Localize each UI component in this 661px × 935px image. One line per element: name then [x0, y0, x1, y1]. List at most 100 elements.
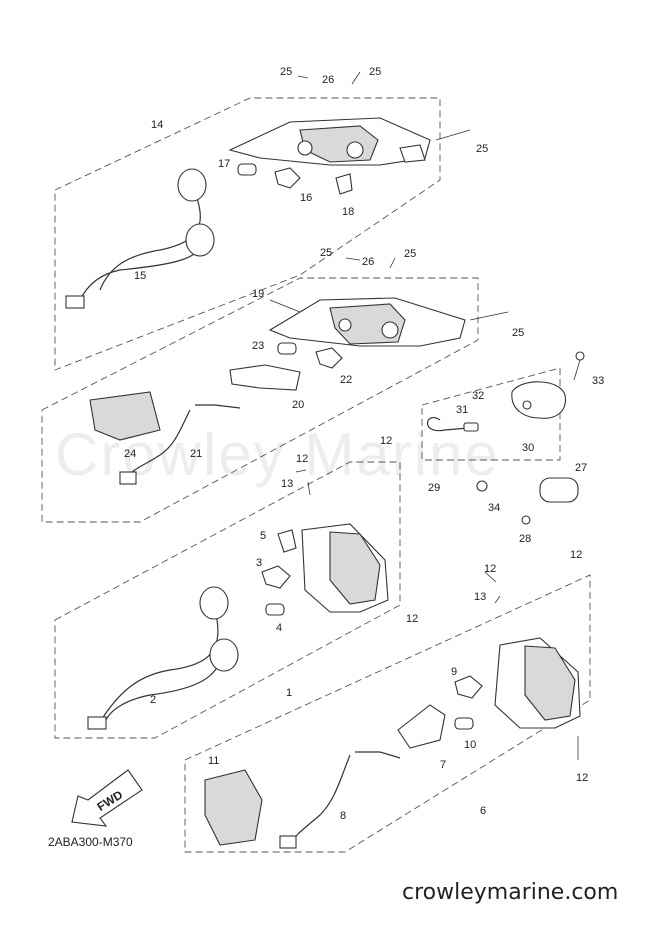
callout-21: 21 [190, 448, 202, 460]
callout-12: 12 [406, 613, 418, 625]
fwd-arrow [71, 769, 143, 827]
connector [119, 471, 137, 485]
harness-15 [99, 179, 201, 291]
diagram-code: 2ABA300-M370 [48, 835, 133, 849]
bracket-20 [229, 364, 301, 391]
callout-12: 12 [484, 563, 496, 575]
harness-8 [355, 751, 401, 759]
flasher-lens-right [524, 645, 576, 721]
callout-12: 12 [576, 772, 588, 784]
bulb-17 [237, 163, 257, 176]
connector [87, 716, 107, 730]
socket-boss [346, 141, 364, 159]
callout-25: 25 [476, 143, 488, 155]
callout-30: 30 [522, 442, 534, 454]
callout-33: 33 [592, 375, 604, 387]
callout-25: 25 [512, 327, 524, 339]
callout-14: 14 [151, 119, 163, 131]
group-box-license-light [421, 367, 561, 461]
license-light-housing [511, 381, 566, 419]
callout-24: 24 [124, 448, 136, 460]
clip-18 [335, 173, 353, 195]
callout-2: 2 [150, 694, 156, 706]
socket-rubber [177, 168, 207, 202]
callout-34: 34 [488, 502, 500, 514]
callout-4: 4 [276, 622, 282, 634]
callout-28: 28 [519, 533, 531, 545]
callout-31: 31 [456, 404, 468, 416]
callout-12: 12 [380, 435, 392, 447]
callouts: 25 26 25 14 17 16 18 25 15 25 26 25 19 2… [124, 66, 604, 822]
harness-2 [99, 609, 219, 723]
callout-13: 13 [281, 478, 293, 490]
flasher-lens-left [329, 531, 381, 605]
callout-5: 5 [260, 530, 266, 542]
license-light-socket [522, 400, 532, 410]
connector [65, 295, 85, 309]
bolt-33 [575, 351, 585, 361]
callout-25: 25 [404, 248, 416, 260]
bulb-4 [265, 603, 285, 616]
bolt-33-shaft [573, 359, 581, 381]
callout-8: 8 [340, 810, 346, 822]
callout-27: 27 [575, 462, 587, 474]
callout-25: 25 [320, 247, 332, 259]
bulb-10 [454, 717, 474, 730]
callout-26: 26 [362, 256, 374, 268]
socket-rubber [199, 586, 229, 620]
cover-11 [204, 769, 263, 846]
callout-15: 15 [134, 270, 146, 282]
callout-17: 17 [218, 158, 230, 170]
callout-3: 3 [256, 557, 262, 569]
callout-22: 22 [340, 374, 352, 386]
callout-18: 18 [342, 206, 354, 218]
bulb-16 [274, 167, 301, 189]
grommet-31 [463, 422, 479, 432]
bulb-22 [315, 347, 343, 369]
group-box-flasher-left [54, 461, 401, 739]
callout-25: 25 [369, 66, 381, 78]
callout-11: 11 [208, 755, 219, 767]
socket-rubber [185, 223, 215, 257]
callout-23: 23 [252, 340, 264, 352]
lens-27 [539, 477, 579, 503]
socket-boss [297, 140, 313, 156]
socket-rubber [209, 638, 239, 672]
callout-9: 9 [451, 666, 457, 678]
socket-boss [381, 321, 399, 339]
clip-5 [277, 529, 297, 553]
nut-28 [521, 515, 531, 525]
site-footer[interactable]: crowleymarine.com [402, 880, 619, 905]
callout-20: 20 [292, 399, 304, 411]
bulb-9 [454, 675, 483, 699]
callout-32: 32 [472, 390, 484, 402]
callout-12: 12 [570, 549, 582, 561]
callout-1: 1 [286, 687, 292, 699]
callout-29: 29 [428, 482, 440, 494]
license-light-wire [427, 417, 469, 432]
callout-25: 25 [280, 66, 292, 78]
mount-bracket [399, 144, 426, 163]
callout-16: 16 [300, 192, 312, 204]
callout-10: 10 [464, 739, 476, 751]
harness-2 [104, 659, 221, 723]
socket-boss [338, 318, 352, 332]
cover-24 [89, 391, 161, 441]
bulb-3 [261, 565, 291, 589]
nut-34 [476, 480, 488, 492]
group-box-rear-light-lower [41, 277, 479, 523]
harness-8 [291, 754, 351, 843]
callout-26: 26 [322, 74, 334, 86]
callout-12: 12 [296, 453, 308, 465]
callout-6: 6 [480, 805, 486, 817]
callout-19: 19 [252, 288, 264, 300]
harness-21 [195, 404, 241, 409]
group-box-rear-light-upper [54, 97, 441, 371]
connector [279, 835, 297, 849]
callout-13: 13 [474, 591, 486, 603]
bulb-23 [277, 342, 297, 355]
bracket-7 [397, 704, 446, 749]
leader-lines [269, 71, 579, 760]
callout-7: 7 [440, 759, 446, 771]
